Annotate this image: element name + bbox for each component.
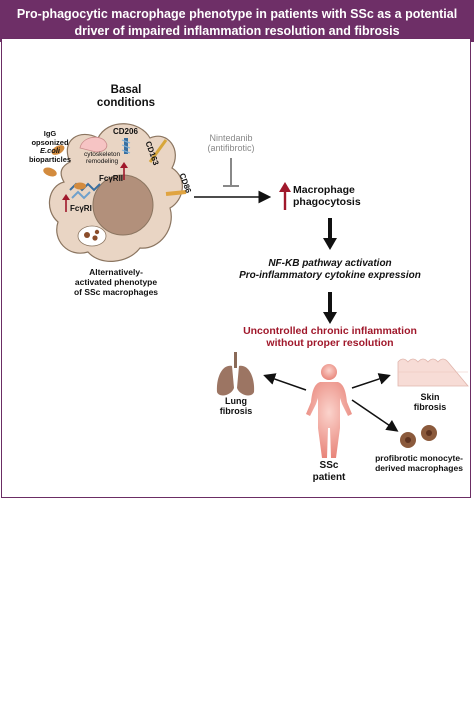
inflammation-line-2: without proper resolution [266, 337, 394, 350]
monocyte-label: profibrotic monocyte- derived macrophage… [368, 453, 470, 474]
lung-line-1: Lung [225, 396, 247, 406]
profibrotic-macrophage-icon [400, 425, 437, 448]
cytoskeleton-label: cytoskeleton remodeling [84, 151, 120, 166]
arrow-to-monocytes [351, 399, 399, 432]
patient-line-2: patient [312, 471, 346, 483]
igg-line-3: E.coli [39, 146, 60, 156]
nintedanib-line-2: (antifibrotic) [207, 143, 255, 154]
phenotype-label: Alternatively- activated phenotype of SS… [56, 267, 176, 297]
fcyri-label: FcγRI [70, 204, 92, 213]
phenotype-line-1: Alternatively- [89, 267, 143, 277]
title-line-1: Pro-phagocytic macrophage phenotype in p… [16, 7, 458, 21]
lung-fibrosis-label: Lung fibrosis [216, 396, 256, 417]
lung-line-2: fibrosis [219, 406, 253, 417]
cytoskeleton-line-2: remodeling [85, 158, 119, 166]
title-line-2: driver of impaired inflammation resoluti… [74, 24, 400, 38]
igg-line-4: bioparticles [28, 154, 72, 164]
monocyte-line-2: derived macrophages [375, 462, 463, 473]
arrow-to-skin [351, 373, 391, 389]
title-banner: Pro-phagocytic macrophage phenotype in p… [0, 0, 474, 42]
igg-label: IgG opsonized E.coli bioparticles [26, 129, 74, 165]
phagocytosis-line-2: phagocytosis [293, 196, 361, 209]
monocyte-line-1: profibrotic monocyte- [375, 453, 463, 463]
phagocytosis-line-1: Macrophage [293, 184, 355, 196]
down-arrow-2 [323, 292, 337, 324]
ssc-patient-label: SSc patient [299, 460, 359, 483]
inhibition-icon [223, 158, 239, 187]
phagocytosis-label: Macrophage phagocytosis [293, 184, 377, 208]
cd163-receptor-icon [148, 139, 168, 163]
igg-line-1: IgG [43, 129, 57, 138]
skin-icon [397, 358, 469, 387]
lungs-icon [216, 352, 255, 396]
phenotype-line-2: activated phenotype [74, 276, 158, 287]
basal-line-2: conditions [96, 97, 156, 110]
cd206-label: CD206 [113, 127, 138, 136]
skin-fibrosis-label: Skin fibrosis [400, 392, 460, 413]
skin-line-2: fibrosis [413, 402, 447, 413]
up-arrow-icon [62, 162, 128, 212]
macrophage-cell-icon [48, 123, 183, 262]
phenotype-line-3: of SSc macrophages [73, 286, 159, 297]
cd206-receptor-icon [121, 138, 131, 154]
patient-figure-icon [306, 364, 352, 458]
igg-line-2: opsonized [31, 137, 69, 147]
nfkb-line-2: Pro-inflammatory cytokine expression [239, 269, 421, 281]
inflammation-label: Uncontrolled chronic inflammation withou… [230, 325, 430, 349]
cd86-receptor-icon [165, 190, 187, 196]
nintedanib-line-1: Nintedanib [209, 133, 253, 143]
down-arrow-1 [323, 218, 337, 250]
basal-line-1: Basal [110, 84, 142, 96]
nfkb-label: NF-KB pathway activation Pro-inflammator… [230, 258, 430, 281]
inflammation-line-1: Uncontrolled chronic inflammation [243, 325, 417, 337]
phagocytosis-up-arrow-icon [279, 182, 291, 210]
fcyrii-label: FcγRII [99, 174, 124, 183]
nintedanib-label: Nintedanib (antifibrotic) [196, 133, 266, 154]
cytoskeleton-line-1: cytoskeleton [84, 151, 121, 158]
nfkb-line-1: NF-KB pathway activation [268, 258, 392, 269]
arrow-to-lung [263, 373, 307, 391]
skin-line-1: Skin [420, 392, 440, 402]
basal-conditions-label: Basal conditions [96, 84, 156, 110]
patient-line-1: SSc [319, 460, 339, 471]
bioparticle-icon [43, 145, 86, 190]
